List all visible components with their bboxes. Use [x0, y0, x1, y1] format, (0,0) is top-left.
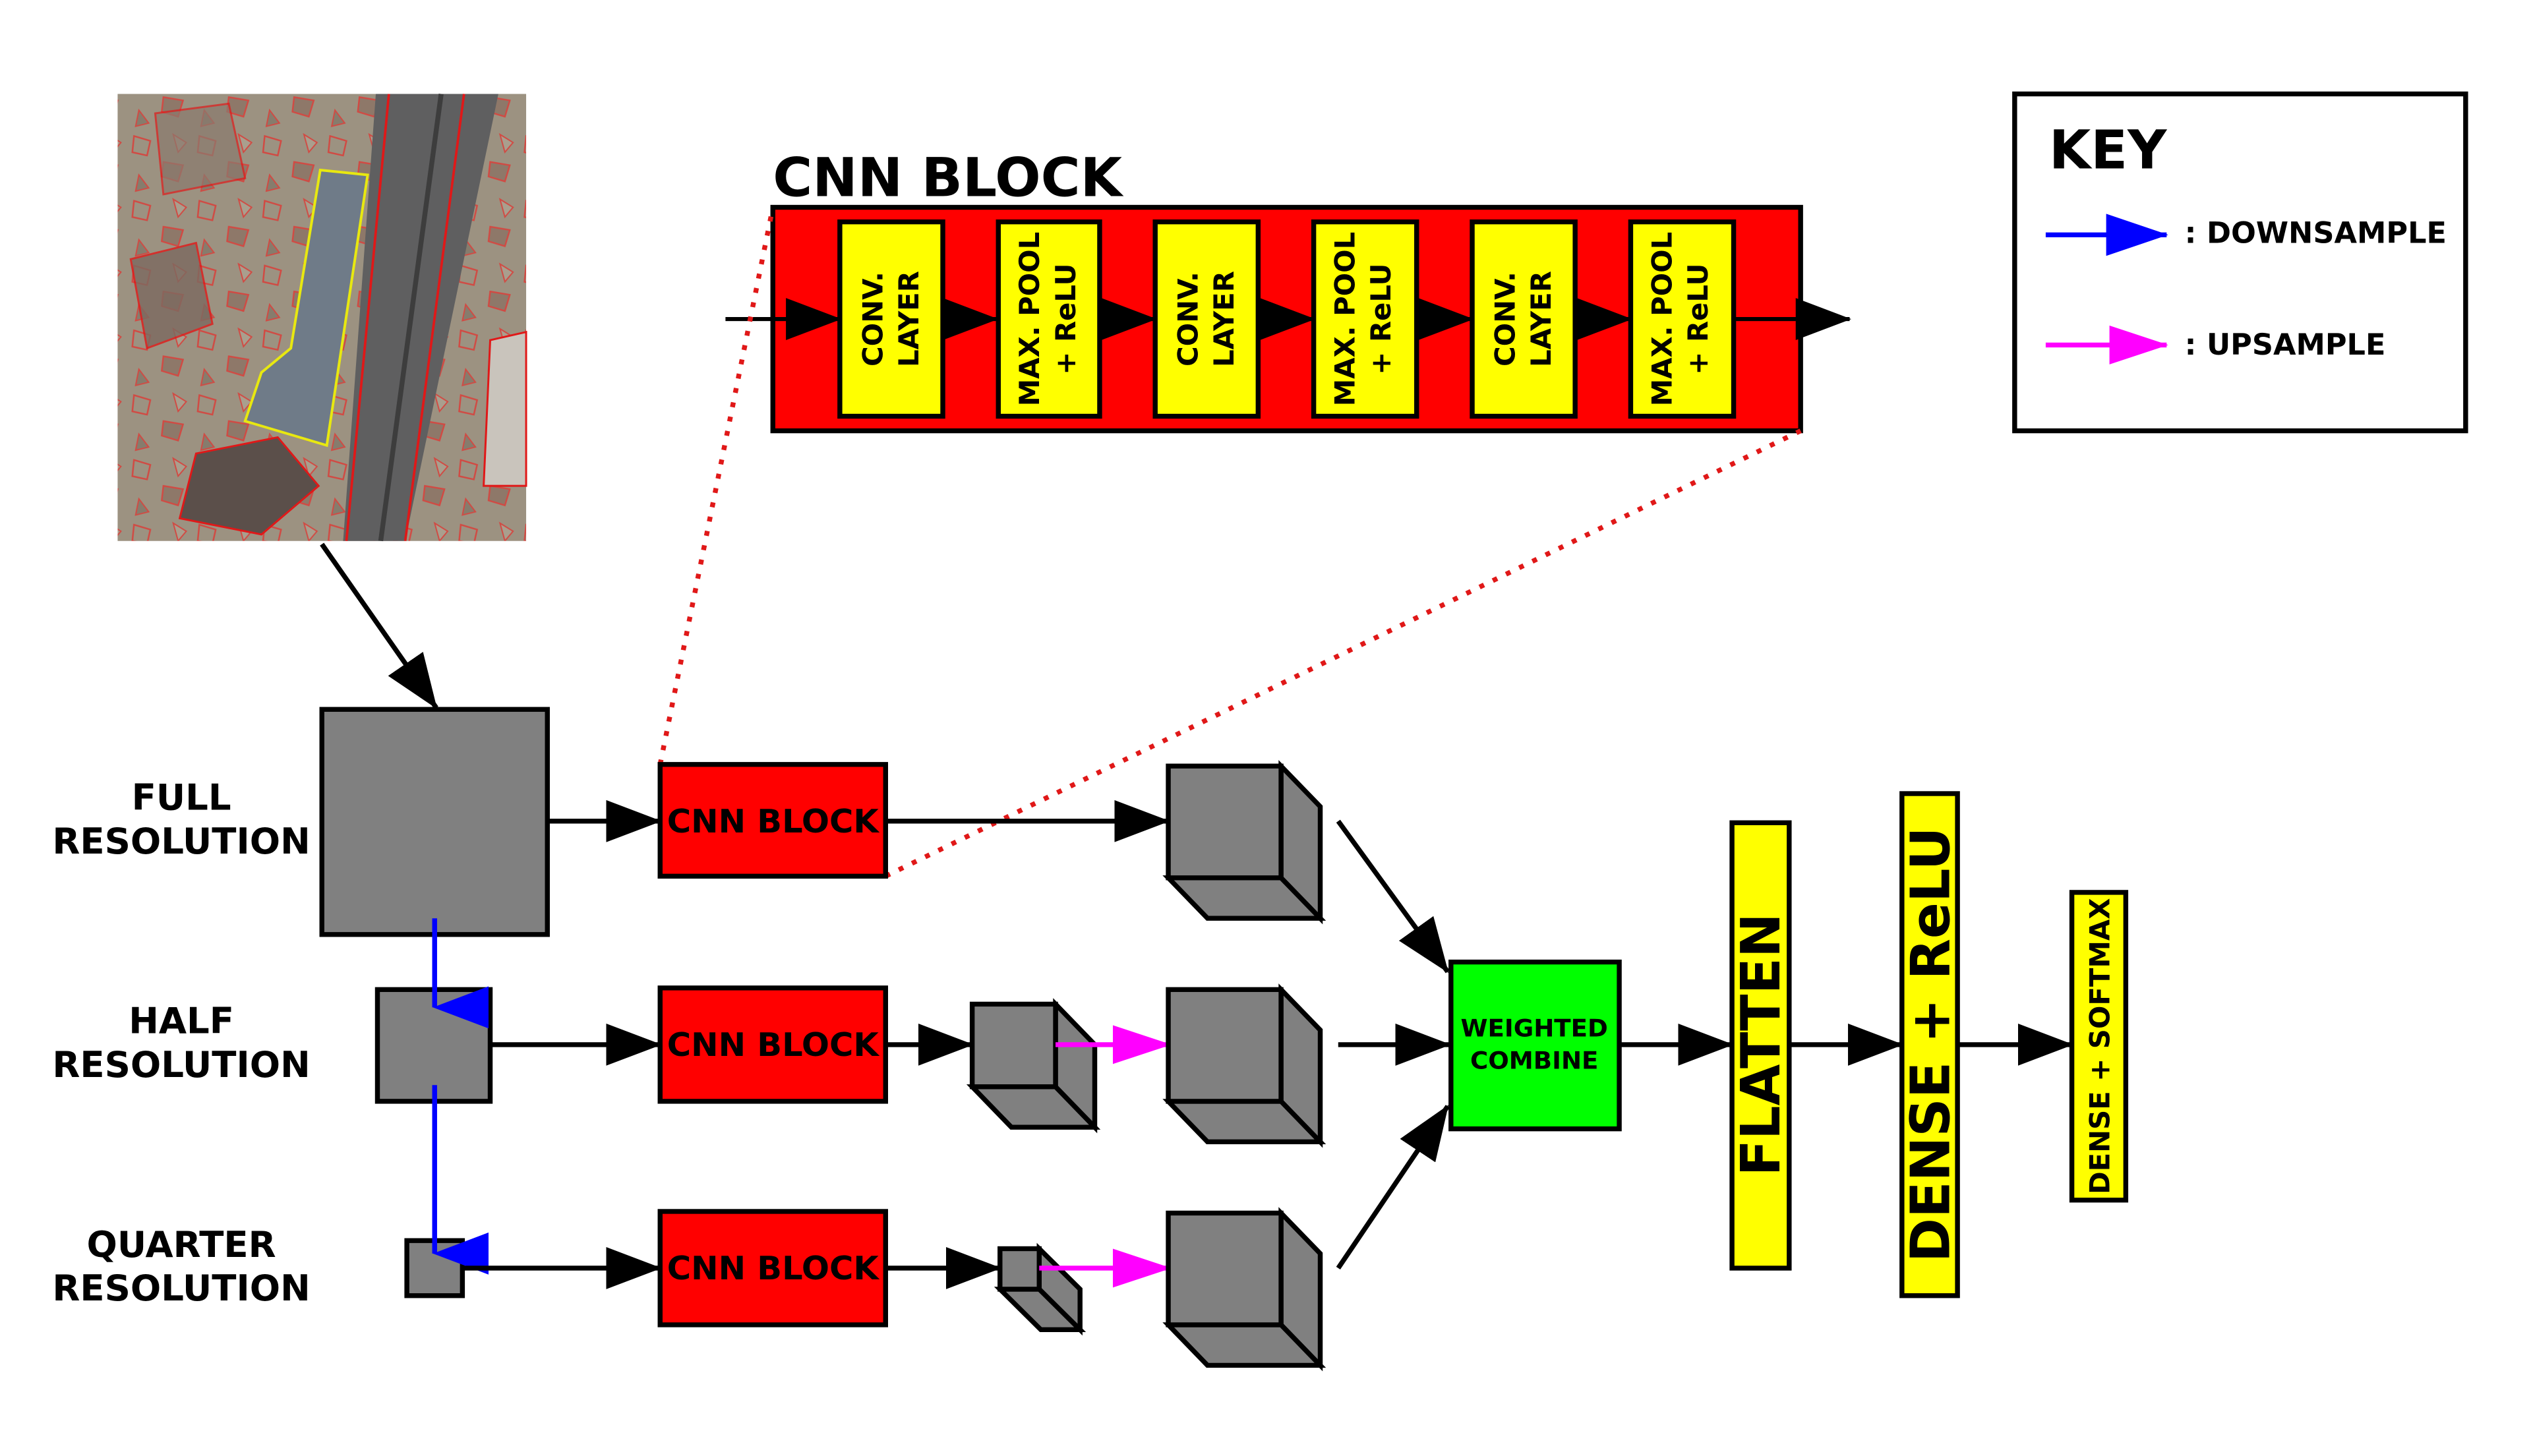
feature-cube-full: [1162, 760, 1326, 925]
layer-box-4: MAX. POOL + ReLU: [1311, 219, 1419, 419]
svg-text:+ ReLU: + ReLU: [1682, 264, 1714, 375]
dense-softmax-layer: DENSE + SOFTMAX: [2069, 890, 2129, 1203]
cnn-block-full: CNN BLOCK: [657, 762, 888, 879]
svg-text:MAX. POOL: MAX. POOL: [1328, 232, 1361, 407]
cnn-block-title: CNN BLOCK: [773, 147, 1124, 210]
dense-relu-layer: DENSE + ReLU: [1899, 791, 1963, 1298]
svg-text:FULL: FULL: [132, 777, 231, 819]
feature-cube-quarter: [1162, 1207, 1326, 1372]
arrow-full-to-combine: [1336, 819, 1450, 974]
full-resolution-input: [319, 707, 550, 937]
svg-text:+ ReLU: + ReLU: [1365, 264, 1397, 375]
layer-box-6: MAX. POOL + ReLU: [1628, 219, 1737, 419]
svg-text:+ ReLU: + ReLU: [1050, 264, 1082, 375]
svg-text:CNN BLOCK: CNN BLOCK: [667, 1026, 880, 1064]
svg-text:RESOLUTION: RESOLUTION: [52, 1267, 310, 1309]
svg-text:DENSE + SOFTMAX: DENSE + SOFTMAX: [2083, 898, 2116, 1194]
svg-text:MAX. POOL: MAX. POOL: [1013, 232, 1046, 407]
svg-text:FLATTEN: FLATTEN: [1730, 913, 1793, 1176]
arrow-quarter-to-combine: [1336, 1105, 1450, 1270]
row-label-quarter: QUARTER RESOLUTION: [52, 1224, 310, 1309]
svg-text:COMBINE: COMBINE: [1470, 1047, 1598, 1075]
key-downsample-label: : DOWNSAMPLE: [2185, 217, 2447, 250]
aerial-image: [117, 94, 527, 542]
legend-key: KEY : DOWNSAMPLE : UPSAMPLE: [2012, 91, 2468, 434]
zoom-line-right: [884, 428, 1802, 879]
row-label-full: FULL RESOLUTION: [52, 777, 310, 862]
input-arrow: [320, 542, 438, 709]
layer-box-2: MAX. POOL + ReLU: [996, 219, 1102, 419]
layer-box-5: CONV. LAYER: [1470, 219, 1578, 419]
zoom-line-left: [657, 206, 775, 765]
svg-text:RESOLUTION: RESOLUTION: [52, 821, 310, 862]
svg-text:DENSE + ReLU: DENSE + ReLU: [1899, 827, 1962, 1263]
svg-text:QUARTER: QUARTER: [87, 1224, 276, 1266]
weighted-combine-box: WEIGHTED COMBINE: [1448, 959, 1622, 1132]
svg-text:RESOLUTION: RESOLUTION: [52, 1044, 310, 1086]
layer-box-3: CONV. LAYER: [1152, 219, 1261, 419]
svg-text:CONV.: CONV.: [1489, 272, 1521, 366]
svg-text:WEIGHTED: WEIGHTED: [1461, 1014, 1608, 1043]
feature-cube-half: [1162, 983, 1326, 1148]
feature-cube-half-small: [966, 998, 1101, 1134]
svg-text:LAYER: LAYER: [1208, 271, 1240, 367]
key-upsample-label: : UPSAMPLE: [2185, 328, 2386, 362]
svg-text:CONV.: CONV.: [1172, 272, 1204, 366]
feature-cube-quarter-small: [994, 1242, 1087, 1336]
svg-text:CNN BLOCK: CNN BLOCK: [667, 1249, 880, 1287]
svg-text:MAX. POOL: MAX. POOL: [1646, 232, 1678, 407]
row-label-half: HALF RESOLUTION: [52, 1001, 310, 1086]
flatten-layer: FLATTEN: [1729, 820, 1793, 1271]
svg-text:HALF: HALF: [129, 1001, 234, 1042]
layer-box-1: CONV. LAYER: [837, 219, 945, 419]
cnn-block-half: CNN BLOCK: [657, 985, 888, 1104]
key-title: KEY: [2049, 119, 2167, 182]
svg-text:LAYER: LAYER: [1525, 271, 1557, 367]
svg-text:CNN BLOCK: CNN BLOCK: [667, 802, 880, 840]
cnn-block-quarter: CNN BLOCK: [657, 1209, 888, 1327]
svg-text:CONV.: CONV.: [856, 272, 889, 366]
svg-text:LAYER: LAYER: [893, 271, 925, 367]
